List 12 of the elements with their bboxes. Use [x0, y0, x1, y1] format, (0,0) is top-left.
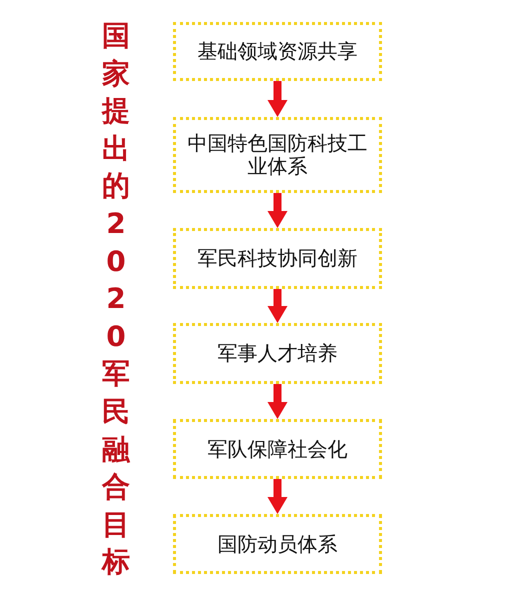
- arrow: [268, 479, 288, 514]
- arrow: [268, 289, 288, 323]
- step-box: 军民科技协同创新: [173, 228, 382, 289]
- step-box: 国防动员体系: [173, 514, 382, 574]
- arrow: [268, 193, 288, 228]
- arrow: [268, 384, 288, 419]
- step-box: 基础领域资源共享: [173, 22, 382, 81]
- step-box: 军队保障社会化: [173, 419, 382, 479]
- step-box: 中国特色国防科技工业体系: [173, 117, 382, 193]
- arrow: [268, 81, 288, 117]
- step-box: 军事人才培养: [173, 323, 382, 384]
- vertical-title: 国家提出的2020军民融合目标: [100, 18, 131, 580]
